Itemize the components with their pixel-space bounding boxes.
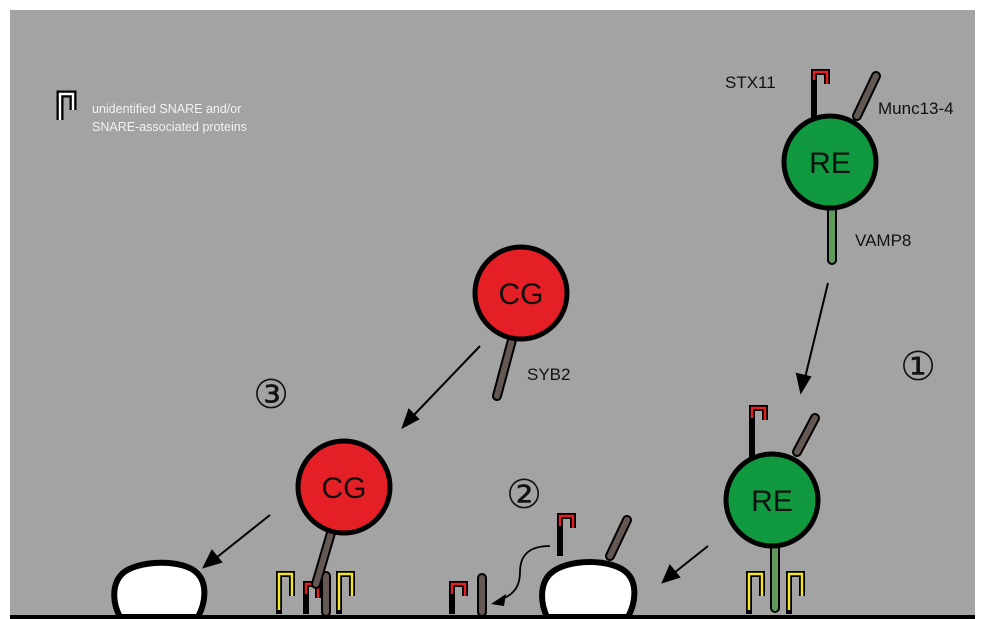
re-vesicle-docked: [723, 451, 821, 549]
fusion-pore-left: [111, 559, 208, 619]
cg-vesicle-docked-group: CG: [276, 438, 393, 617]
munc13-4-label: Munc13-4: [878, 99, 954, 118]
cg-vesicle-top-label: CG: [499, 278, 544, 311]
re-vesicle-docked-label: RE: [751, 485, 793, 518]
yellow-snare-left-b: [336, 571, 355, 614]
stx11-snare-docked: [749, 405, 768, 458]
legend-text-line1: unidentified SNARE and/or: [92, 102, 241, 116]
step-three-marker: ③: [253, 372, 289, 418]
transfer-curve-arrow: [499, 545, 551, 601]
transfer-arrowhead: [491, 594, 506, 606]
yellow-snare-left-a: [276, 571, 295, 614]
re-vesicle-top-group: RE STX11 Munc13-4 VAMP8: [725, 69, 954, 265]
step-two-marker: ②: [506, 472, 542, 518]
arrow-re-to-membrane: [804, 282, 829, 379]
legend-snare-icon: [56, 90, 77, 120]
legend: unidentified SNARE and/or SNARE-associat…: [56, 90, 247, 134]
legend-text-line2: SNARE-associated proteins: [92, 120, 247, 134]
cg-vesicle-docked: [295, 438, 393, 536]
arrow-cg-to-pore: [215, 514, 271, 559]
arrow-re-to-pore: [673, 545, 709, 574]
step-one-marker: ①: [900, 344, 936, 390]
re-vesicle-top-label: RE: [809, 147, 851, 180]
syb2-label: SYB2: [527, 365, 570, 384]
arrows: [202, 282, 829, 584]
stx11-snare-fused: [557, 513, 576, 556]
yellow-snare-right-b: [786, 571, 805, 614]
re-vesicle-top: [781, 113, 879, 211]
cg-vesicle-top-group: CG SYB2: [472, 244, 570, 401]
stx11-label: STX11: [725, 73, 776, 92]
post-fusion-re-group: [449, 513, 632, 617]
fusion-pore-center: [539, 559, 638, 619]
cg-vesicle-docked-label: CG: [322, 472, 367, 505]
yellow-snare-right-a: [746, 571, 765, 614]
arrow-cg-to-membrane: [411, 345, 481, 418]
re-vesicle-docked-group: RE: [723, 405, 821, 614]
stx11-snare-membrane: [449, 581, 468, 614]
vamp8-label: VAMP8: [855, 231, 911, 250]
cg-vesicle-top: [472, 244, 570, 342]
stx11-snare-top: [811, 69, 830, 118]
